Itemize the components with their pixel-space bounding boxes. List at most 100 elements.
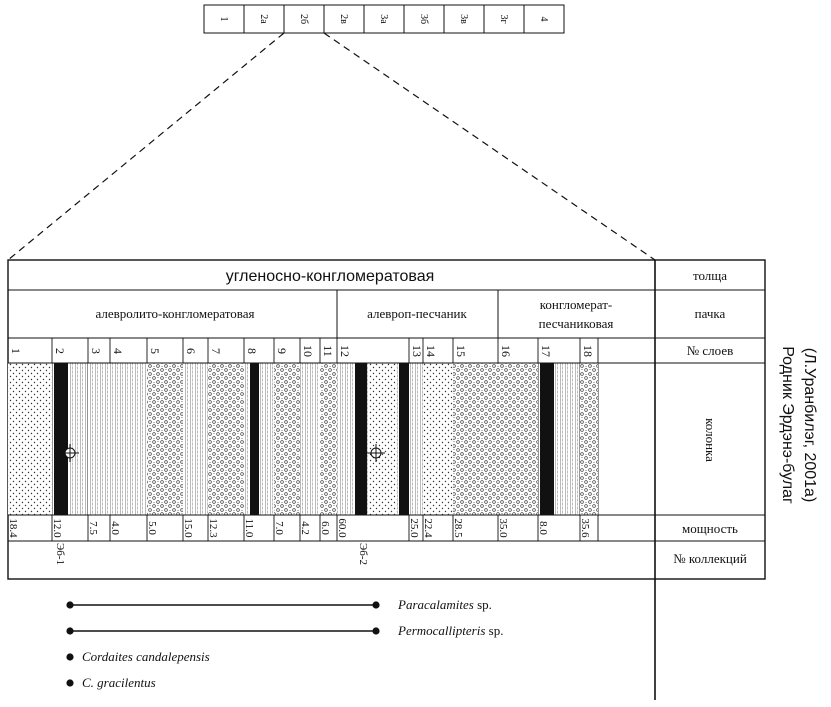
layer-thickness: 11.0: [243, 519, 255, 538]
taxon-name: Permocallipteris sp.: [397, 623, 503, 638]
layer-number: 1: [9, 348, 23, 354]
layer-column-5: [147, 363, 183, 515]
top-scale-cell: [243, 4, 285, 34]
layer-number: 8: [245, 348, 259, 354]
collection-number: Эб-2: [357, 543, 369, 565]
layer-number: 11: [321, 345, 335, 357]
layer-number: 5: [148, 348, 162, 354]
layer-column-17: [540, 363, 578, 515]
layer-number: 9: [275, 348, 289, 354]
layer-thickness: 35.6: [579, 518, 591, 538]
top-scale-cell: [523, 4, 565, 34]
side-title: Родник Эрдэнэ-булаг (Л.Уранбилэг, 2001а): [779, 346, 818, 504]
layer-column-12: [337, 363, 409, 515]
layer-thickness: 22.4: [422, 518, 434, 538]
layer-thickness: 8.0: [537, 521, 549, 535]
plant-fossil-icon: [367, 444, 385, 462]
side-title-line2: (Л.Уранбилэг, 2001а): [801, 348, 818, 503]
top-scale-cell: [483, 4, 525, 34]
layer-number: 10: [301, 345, 315, 357]
side-title-line1: Родник Эрдэнэ-булаг: [779, 346, 796, 504]
layer-column-8: [244, 363, 274, 515]
top-scale-cell: [283, 4, 325, 34]
taxon-name: Cordaites candalepensis: [82, 649, 210, 664]
layer-column-4: [110, 363, 147, 515]
top-scale-label: 3в: [458, 14, 469, 24]
top-scale-label: 4: [538, 17, 549, 22]
collection-number: Эб-1: [54, 543, 66, 565]
layer-thickness: 5.0: [146, 521, 158, 535]
top-scale-label: 3а: [378, 14, 389, 24]
layer-thickness: 4.2: [299, 521, 311, 535]
layer-number: 12: [338, 345, 352, 357]
layer-number: 14: [424, 345, 438, 357]
layer-column-11: [320, 363, 337, 515]
top-scale-label: 1: [218, 17, 229, 22]
taxon-row: Paracalamites sp.: [66, 597, 492, 612]
layer-number: 7: [209, 348, 223, 354]
layer-thickness: 28.5: [452, 518, 464, 538]
layer-number: 16: [499, 345, 513, 357]
top-scale-label: 2б: [298, 14, 309, 24]
member-label-3a: конгломерат-: [540, 297, 612, 312]
label-thickness: мощность: [682, 521, 738, 536]
layer-column-13: [409, 363, 423, 515]
layer-number: 17: [539, 345, 553, 357]
taxon-range-point: [372, 627, 380, 635]
member-label-2: алевроп-песчаник: [367, 306, 467, 321]
label-layer-no: № слоев: [687, 343, 733, 358]
layer-column-2: [54, 363, 86, 515]
layer-number: 18: [581, 345, 595, 357]
layer-column-18: [580, 363, 598, 515]
top-scale-cell: [443, 4, 485, 34]
layer-number: 2: [53, 348, 67, 354]
layer-column-3: [88, 363, 110, 515]
top-scale-cell: [363, 4, 405, 34]
label-column: колонка: [703, 418, 718, 462]
formation-label: угленосно-конгломератовая: [226, 268, 435, 285]
layer-column-6: [183, 363, 208, 515]
zoom-line-right: [323, 32, 656, 261]
layer-thickness: 7.5: [87, 521, 99, 535]
member-label-1: алевролито-конгломератовая: [95, 306, 254, 321]
layer-number: 4: [111, 348, 125, 354]
taxon-range-point: [66, 679, 74, 687]
taxon-row: Cordaites candalepensis: [66, 649, 210, 664]
layer-column-1: [8, 363, 52, 515]
layer-thickness: 12.0: [51, 518, 63, 538]
layer-column-10: [300, 363, 320, 515]
top-scale-cell: [403, 4, 445, 34]
top-scale-label: 2в: [338, 14, 349, 24]
layer-number: 15: [454, 345, 468, 357]
layer-column-9: [274, 363, 300, 515]
taxon-range-point: [66, 601, 74, 609]
plant-fossil-icon: [61, 444, 79, 462]
layer-thickness: 35.0: [497, 518, 509, 538]
layer-number: 13: [410, 345, 424, 357]
layer-column-16: [498, 363, 538, 515]
label-formation: толща: [693, 268, 727, 283]
top-scale-label: 2а: [258, 14, 269, 24]
taxon-name: Paracalamites sp.: [397, 597, 492, 612]
layer-thickness: 60.0: [336, 518, 348, 538]
taxon-row: Permocallipteris sp.: [66, 623, 503, 638]
layer-number: 6: [184, 348, 198, 354]
layer-thickness: 7.0: [273, 521, 285, 535]
layer-columns: 118.4212.0Эб-137.544.055.0615.0712.3811.…: [7, 338, 655, 565]
member-label-3b: песчаниковая: [539, 316, 614, 331]
layer-column-14: [423, 363, 453, 515]
layer-thickness: 4.0: [109, 521, 121, 535]
label-collection: № коллекций: [673, 551, 747, 566]
taxon-range-point: [372, 601, 380, 609]
layer-thickness: 18.4: [7, 518, 19, 538]
taxon-range-point: [66, 653, 74, 661]
layer-thickness: 15.0: [182, 518, 194, 538]
taxon-range-point: [66, 627, 74, 635]
taxon-name: C. gracilentus: [82, 675, 156, 690]
layer-thickness: 6.0: [319, 521, 331, 535]
zoom-line-left: [7, 32, 285, 261]
label-member: пачка: [695, 306, 726, 321]
taxon-row: C. gracilentus: [66, 675, 156, 690]
